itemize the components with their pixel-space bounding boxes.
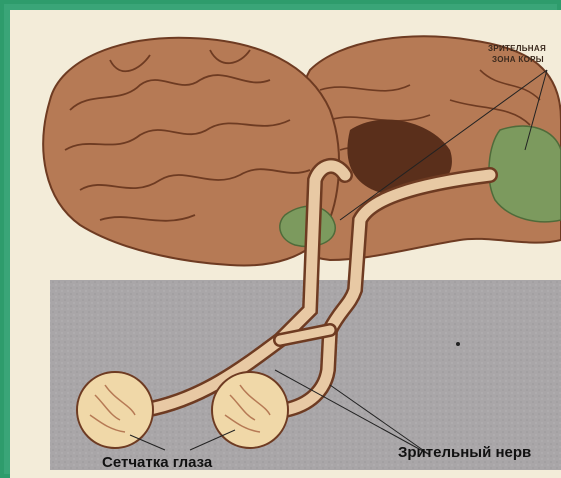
- visual-cortex-label-line2: ЗОНА КОРЫ: [492, 55, 544, 64]
- visual-cortex-label-line1: ЗРИТЕЛЬНАЯ: [488, 44, 546, 53]
- left-eye: [77, 372, 153, 448]
- left-hemisphere: [43, 38, 339, 266]
- diagram-plate: ЗРИТЕЛЬНАЯ ЗОНА КОРЫ Сетчатка глаза Зрит…: [10, 10, 561, 478]
- retina-label: Сетчатка глаза: [102, 454, 212, 471]
- visual-pathway-illustration: [10, 10, 561, 478]
- right-eye: [212, 372, 288, 448]
- optic-nerve-label: Зрительный нерв: [398, 444, 531, 461]
- panel-dot: [456, 342, 460, 346]
